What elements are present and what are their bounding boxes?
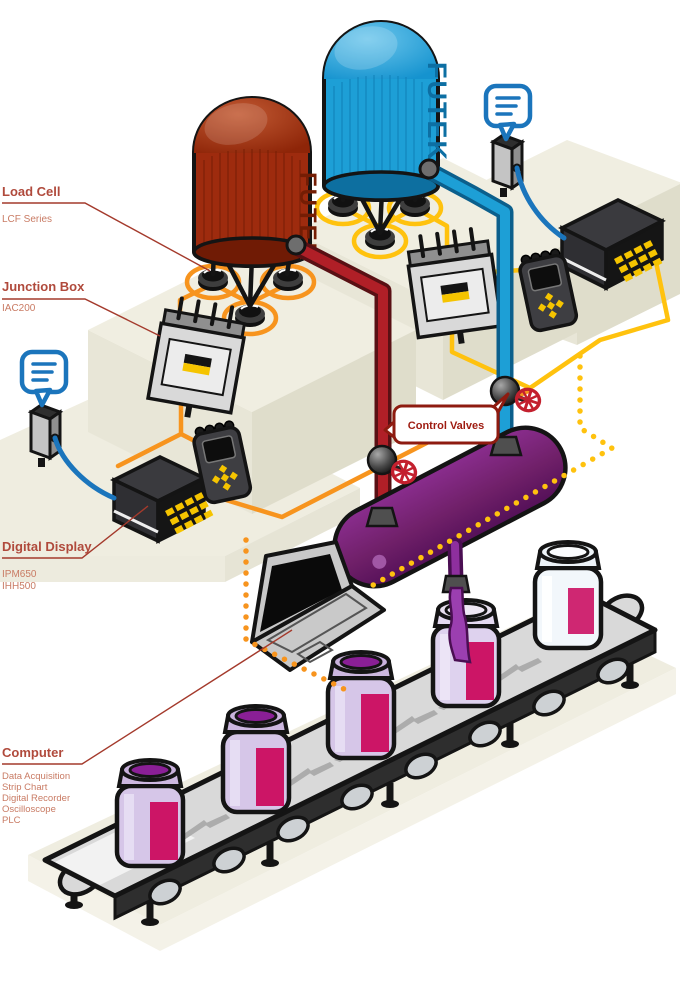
handheld-display-left	[192, 420, 253, 505]
blue-tank-brand: FUTEK	[422, 62, 452, 162]
junction-box-left	[146, 296, 247, 418]
annotation-load-cell: Load Cell LCF Series	[2, 184, 211, 272]
valve-handwheel-icon	[514, 387, 542, 413]
handheld-display-right	[518, 248, 579, 333]
load-cell-subtitle: LCF Series	[2, 214, 52, 225]
annotation-computer: Computer Data Acquisition Strip Chart Di…	[2, 629, 293, 826]
conveyor-rollers	[148, 657, 630, 906]
digital-display-model: IPM650	[2, 569, 37, 580]
liquid-stream	[448, 586, 472, 664]
digital-display-right	[558, 198, 666, 291]
red-pipe	[285, 234, 392, 528]
wireless-link-orange	[243, 537, 355, 696]
computer-function: Data Acquisition	[2, 771, 70, 782]
annotation-digital-display: Digital Display IPM650 IHH500	[2, 505, 149, 592]
laptop	[250, 540, 386, 672]
computer-function: Digital Recorder	[2, 793, 70, 804]
junction-box-right	[406, 227, 504, 344]
load-cell-pucks	[198, 194, 430, 327]
digital-display-left	[110, 455, 214, 544]
valve-handwheel-icon	[390, 459, 418, 485]
jar-filled	[220, 704, 292, 815]
computer-title: Computer	[2, 745, 63, 760]
digital-display-model: IHH500	[2, 581, 36, 592]
jar-empty	[532, 540, 604, 651]
load-cell-title: Load Cell	[2, 184, 61, 199]
cable-left	[52, 435, 117, 501]
conveyor-legs	[65, 664, 639, 926]
computer-function: PLC	[2, 815, 21, 826]
control-valve-red-pipe	[366, 444, 418, 485]
jar-filled	[114, 758, 186, 869]
jar-filled	[325, 650, 397, 761]
callout-label: Control Valves	[408, 420, 484, 432]
computer-leader-line	[2, 629, 293, 765]
load-cell-leader-line	[2, 202, 211, 272]
control-valves-callout: Control Valves	[383, 392, 510, 445]
display-digits	[165, 492, 214, 535]
pipe-collar	[489, 435, 523, 457]
wireless-link-yellow	[365, 353, 618, 591]
mixer-tank	[332, 425, 568, 594]
computer-function: Strip Chart	[2, 782, 48, 793]
digital-display-title: Digital Display	[2, 539, 92, 554]
junction-box-leader-line	[2, 298, 161, 337]
junction-box-subtitle: IAC200	[2, 303, 36, 314]
blue-pipe	[418, 158, 514, 455]
cable-right	[514, 165, 567, 241]
computer-function: Oscilloscope	[2, 804, 56, 815]
pipe-collar	[365, 506, 399, 528]
chat-icon	[483, 83, 533, 142]
display-digits	[614, 240, 663, 283]
digital-display-leader-line	[2, 505, 149, 559]
annotation-junction-box: Junction Box IAC200	[2, 279, 161, 337]
junction-box-title: Junction Box	[2, 279, 85, 294]
chat-icon	[19, 349, 69, 408]
